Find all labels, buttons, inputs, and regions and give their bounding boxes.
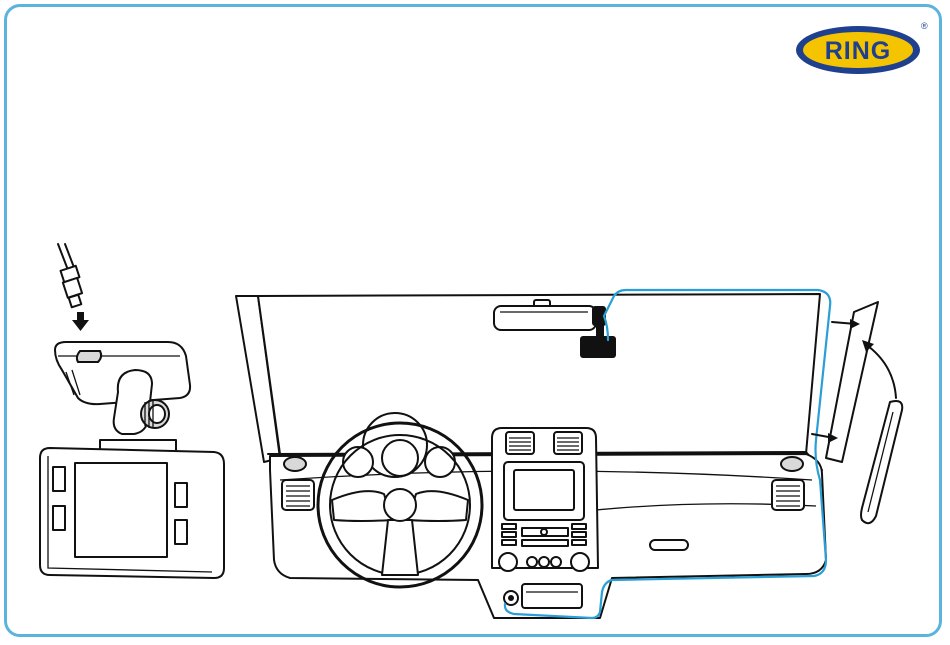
insert-arrow-icon [72, 312, 89, 331]
curved-arrow-icon [862, 340, 896, 398]
left-air-vent [282, 480, 314, 510]
right-air-vent [772, 480, 804, 510]
glovebox-handle [650, 540, 688, 550]
left-speaker-grille [284, 457, 306, 471]
logo-text: RING [825, 37, 892, 65]
ring-logo: RING ® [796, 21, 928, 74]
dash-camera [40, 342, 224, 578]
car-interior [236, 294, 826, 618]
trim-tool [861, 401, 902, 523]
right-speaker-grille [781, 457, 803, 471]
power-plug [58, 244, 82, 307]
registered-mark: ® [921, 21, 928, 31]
